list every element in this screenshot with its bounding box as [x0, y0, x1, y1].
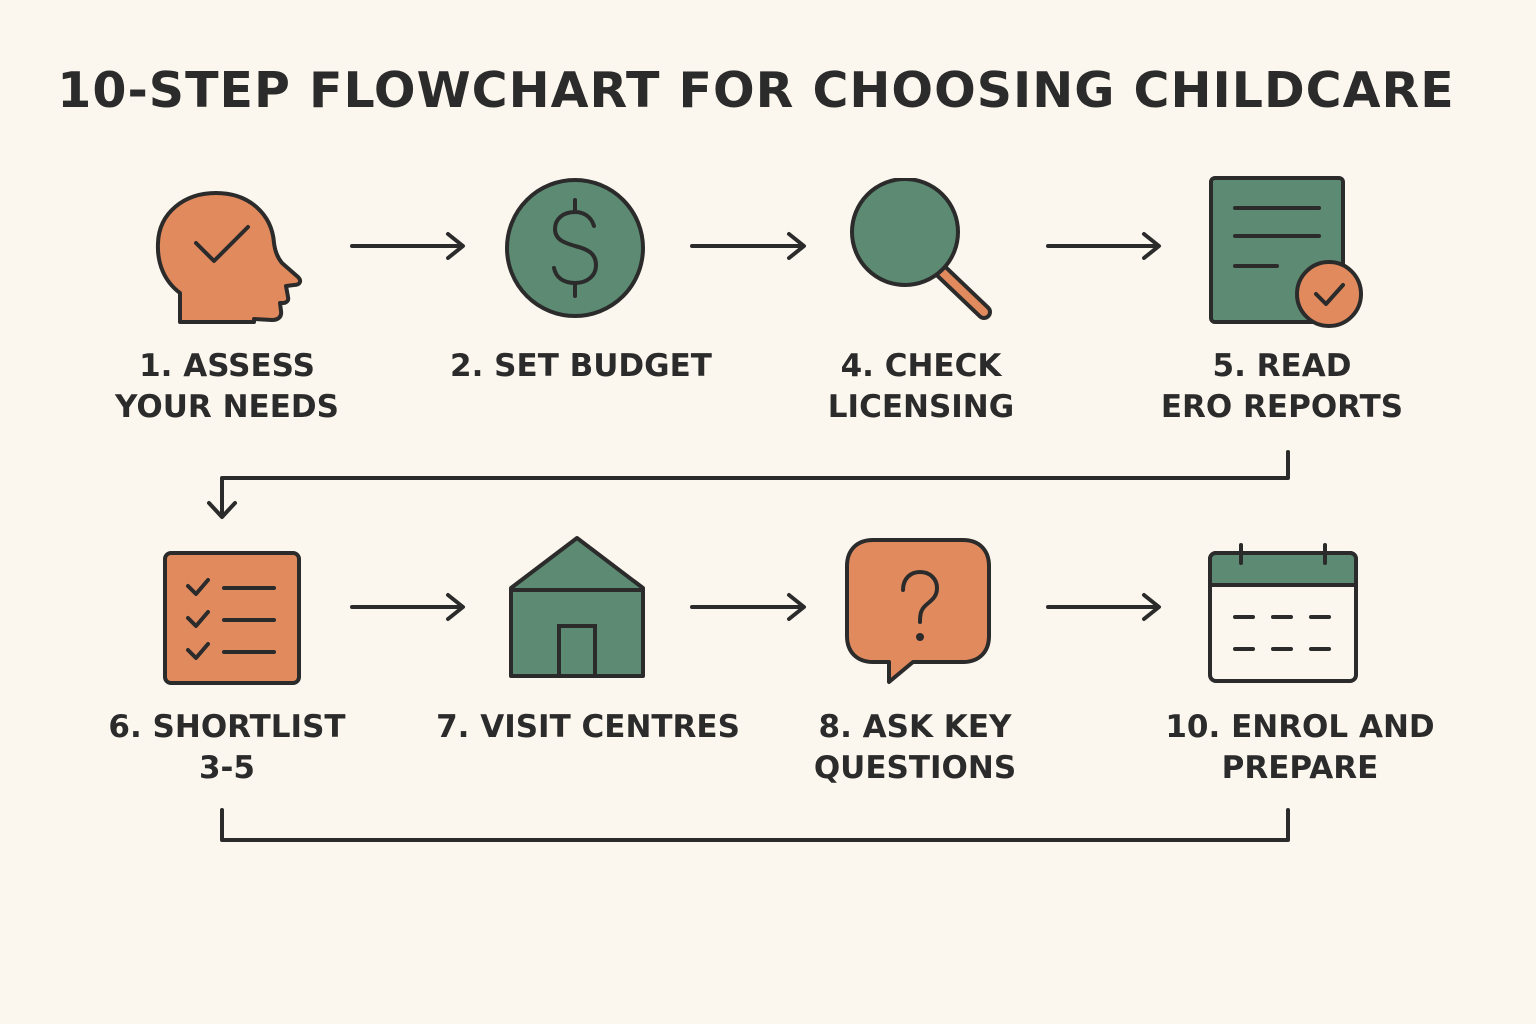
step-label-read-ero-reports: 5. READ ERO REPORTS — [1160, 348, 1404, 425]
arrow-2-to-4 — [690, 232, 806, 260]
calendar-icon — [1208, 543, 1358, 683]
arrow-8-to-10 — [1046, 593, 1161, 621]
arrow-5-to-6 — [207, 450, 1290, 519]
step-label-check-licensing: 4. CHECK LICENSING — [827, 348, 1015, 425]
step-label-assess-needs: 1. ASSESS YOUR NEEDS — [115, 348, 339, 425]
dollar-coin-icon — [505, 178, 645, 318]
arrow-6-to-7 — [350, 593, 465, 621]
bottom-bracket — [220, 808, 1290, 842]
arrow-1-to-2 — [350, 232, 465, 260]
step-label-shortlist: 6. SHORTLIST 3-5 — [108, 709, 346, 786]
step-label-enrol-and-prepare: 10. ENROL AND PREPARE — [1165, 709, 1435, 786]
step-label-ask-key-questions: 8. ASK KEY QUESTIONS — [813, 709, 1017, 786]
report-check-icon — [1209, 176, 1363, 328]
step-label-set-budget: 2. SET BUDGET — [450, 348, 712, 384]
house-icon — [509, 536, 645, 678]
step-label-visit-centres: 7. VISIT CENTRES — [436, 709, 740, 745]
page-title: 10-STEP FLOWCHART FOR CHOOSING CHILDCARE — [57, 62, 1455, 119]
magnifying-glass-icon — [850, 178, 992, 320]
checklist-icon — [163, 551, 301, 685]
arrow-4-to-5 — [1046, 232, 1161, 260]
arrow-7-to-8 — [690, 593, 806, 621]
question-bubble-icon — [845, 538, 991, 684]
head-check-icon — [155, 191, 303, 324]
